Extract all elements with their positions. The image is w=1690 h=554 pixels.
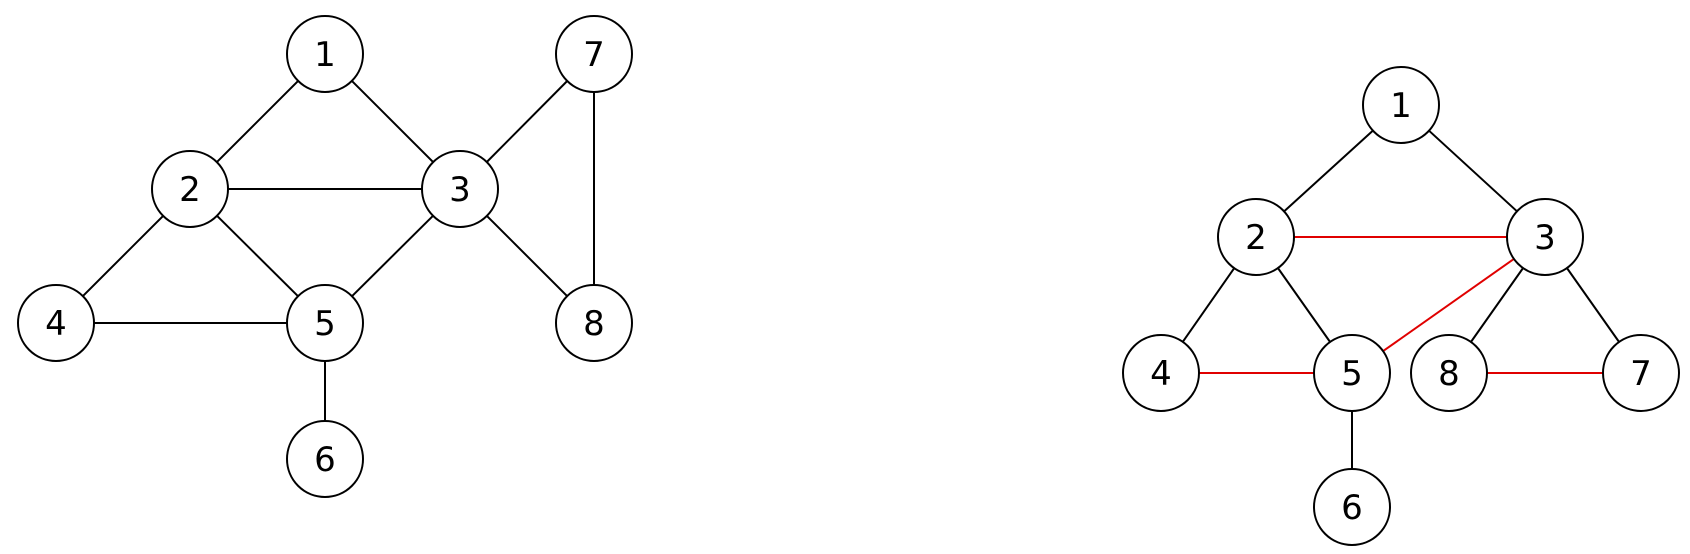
node-circle (555, 284, 633, 362)
node-circle (1602, 334, 1680, 412)
node-8: 8 (555, 284, 633, 362)
node-label: 3 (449, 170, 471, 210)
node-label: 1 (1390, 86, 1412, 126)
node-circle (151, 150, 229, 228)
edge-3-5 (351, 215, 434, 297)
edge-1-3 (1428, 129, 1518, 213)
node-label: 4 (45, 304, 67, 344)
node-circle (1313, 334, 1391, 412)
edge-2-4 (82, 215, 164, 297)
node-label: 4 (1150, 354, 1172, 394)
node-7: 7 (1602, 334, 1680, 412)
node-label: 8 (583, 304, 605, 344)
original-graph-edges (82, 80, 595, 421)
edge-3-8 (1470, 267, 1524, 343)
original-graph-nodes: 1 2 3 4 5 6 7 8 (17, 15, 633, 498)
node-label: 3 (1534, 218, 1556, 258)
node-2: 2 (151, 150, 229, 228)
node-6: 6 (286, 420, 364, 498)
edge-2-5 (216, 215, 299, 297)
original-graph: 1 2 3 4 5 6 7 8 (17, 15, 633, 498)
node-label: 6 (1341, 488, 1363, 528)
node-label: 5 (314, 304, 336, 344)
node-circle (286, 284, 364, 362)
node-label: 1 (314, 35, 336, 75)
node-7: 7 (555, 15, 633, 93)
node-5: 5 (286, 284, 364, 362)
edge-3-7 (1566, 267, 1620, 343)
node-1: 1 (286, 15, 364, 93)
node-circle (1362, 66, 1440, 144)
node-label: 6 (314, 440, 336, 480)
node-circle (1506, 198, 1584, 276)
edge-1-3 (351, 80, 434, 163)
node-circle (1217, 198, 1295, 276)
node-4: 4 (1122, 334, 1200, 412)
spanning-tree-graph-edges (1181, 129, 1620, 469)
spanning-tree-graph-nodes: 1 2 3 4 5 6 7 8 (1122, 66, 1680, 546)
node-circle (1313, 468, 1391, 546)
node-circle (1122, 334, 1200, 412)
node-3: 3 (421, 150, 499, 228)
edge-1-2 (1283, 129, 1374, 213)
edge-2-5 (1277, 267, 1331, 343)
node-label: 2 (179, 170, 201, 210)
node-6: 6 (1313, 468, 1391, 546)
node-8: 8 (1410, 334, 1488, 412)
node-3: 3 (1506, 198, 1584, 276)
node-4: 4 (17, 284, 95, 362)
node-label: 7 (583, 35, 605, 75)
node-circle (17, 284, 95, 362)
edge-3-8 (486, 215, 568, 297)
node-2: 2 (1217, 198, 1295, 276)
edge-3-7 (486, 80, 568, 163)
spanning-tree-graph: 1 2 3 4 5 6 7 8 (1122, 66, 1680, 546)
node-circle (1410, 334, 1488, 412)
edge-1-2 (216, 80, 299, 163)
edge-2-4 (1181, 267, 1236, 343)
node-1: 1 (1362, 66, 1440, 144)
node-circle (421, 150, 499, 228)
node-label: 7 (1630, 354, 1652, 394)
node-circle (286, 15, 364, 93)
node-label: 8 (1438, 354, 1460, 394)
edge-3-5 (1382, 258, 1515, 352)
node-label: 5 (1341, 354, 1363, 394)
node-label: 2 (1245, 218, 1267, 258)
node-5: 5 (1313, 334, 1391, 412)
node-circle (286, 420, 364, 498)
node-circle (555, 15, 633, 93)
